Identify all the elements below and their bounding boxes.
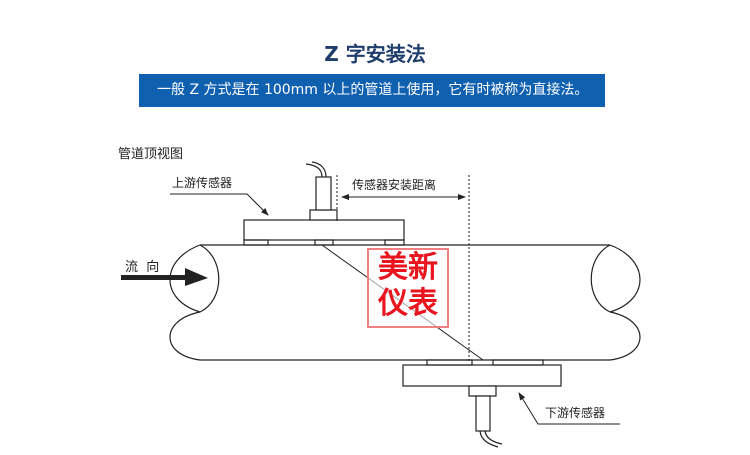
watermark-line-2: 仪表 bbox=[378, 286, 438, 321]
description-banner: 一般 Z 方式是在 100mm 以上的管道上使用，它有时被称为直接法。 bbox=[139, 74, 605, 107]
downstream-connector bbox=[468, 385, 497, 397]
watermark-stamp: 美新 仪表 bbox=[367, 248, 449, 328]
flow-label: 流 向 bbox=[125, 260, 160, 275]
view-label: 管道顶视图 bbox=[118, 147, 184, 162]
downstream-sensor bbox=[402, 364, 562, 387]
upstream-sensor-label: 上游传感器 bbox=[172, 176, 233, 190]
downstream-sensor-label: 下游传感器 bbox=[545, 406, 606, 420]
watermark-line-1: 美新 bbox=[378, 250, 438, 285]
upstream-sensor bbox=[243, 219, 405, 241]
flow-arrow-icon bbox=[121, 268, 208, 286]
page-title: Z 字安装法 bbox=[324, 42, 426, 66]
pipe-left-end bbox=[199, 244, 220, 313]
pipe-right-end bbox=[590, 244, 611, 313]
distance-label: 传感器安装距离 bbox=[352, 178, 437, 192]
upstream-connector bbox=[309, 209, 338, 221]
